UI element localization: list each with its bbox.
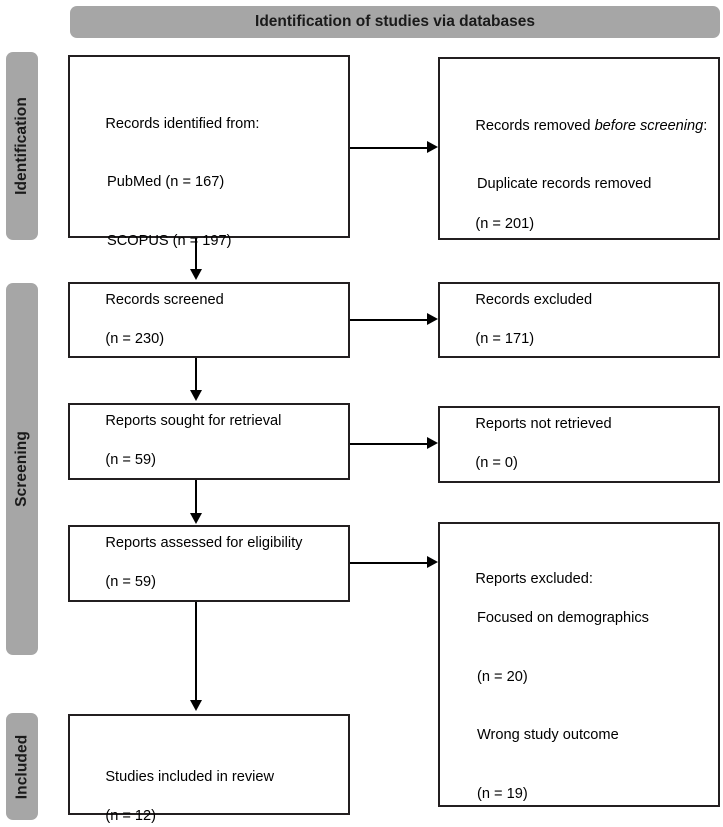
reports-excluded-reason-2: Wrong study outcome [477,727,619,744]
connector-sought-to-assessed [195,480,197,515]
box-records-screened: Records screened (n = 230) [68,282,350,358]
records-excluded-count: (n = 171) [475,330,535,347]
box-reports-not-retrieved-text: Reports not retrieved (n = 0) [451,396,712,494]
arrowhead-identified-to-removed [427,141,438,153]
reports-excluded-reason-0: Focused on demographics [477,609,649,626]
connector-screened-to-excluded [350,319,427,321]
records-removed-count: (n = 201) [475,215,535,232]
arrowhead-screened-to-excluded [427,313,438,325]
box-reports-excluded-text: Reports excluded: Focused on demographic… [451,550,712,827]
records-removed-duplicates: Duplicate records removed [477,176,652,193]
box-records-removed: Records removed before screening: Duplic… [438,57,720,240]
records-removed-line1: Records removed [475,117,595,134]
arrowhead-identified-to-screened [189,269,202,280]
records-screened-line1: Records screened [105,291,224,308]
box-studies-included-text: Studies included in review (n = 12) [81,748,342,827]
stage-rail-screening-label: Screening [13,431,30,507]
banner-label: Identification of studies via databases [255,13,535,30]
records-identified-line1: Records identified from: [105,115,260,132]
studies-included-count: (n = 12) [105,807,157,824]
records-identified-pubmed: PubMed (n = 167) [107,174,225,191]
box-reports-sought-text: Reports sought for retrieval (n = 59) [81,393,342,491]
reports-assessed-line1: Reports assessed for eligibility [105,535,303,552]
box-reports-sought: Reports sought for retrieval (n = 59) [68,403,350,480]
reports-excluded-reason-1: (n = 20) [477,668,528,685]
box-records-screened-text: Records screened (n = 230) [81,271,342,369]
records-excluded-line1: Records excluded [475,291,593,308]
box-records-excluded: Records excluded (n = 171) [438,282,720,358]
box-studies-included: Studies included in review (n = 12) [68,714,350,824]
connector-screened-to-sought [195,358,197,392]
reports-not-retrieved-line1: Reports not retrieved [475,416,612,433]
connector-assessed-to-reports-excluded [350,562,427,564]
box-records-identified: Records identified from: PubMed (n = 167… [68,55,350,308]
connector-sought-to-not-retrieved [350,443,427,445]
banner-identification-via-databases: Identification of studies via databases [70,6,720,38]
arrowhead-screened-to-sought [189,390,202,401]
arrowhead-sought-to-assessed [189,513,202,524]
stage-rail-screening: Screening [6,283,38,655]
stage-rail-included-label: Included [13,734,30,799]
box-records-excluded-text: Records excluded (n = 171) [451,271,712,369]
arrowhead-assessed-to-reports-excluded [427,556,438,568]
box-reports-excluded: Reports excluded: Focused on demographic… [438,522,720,807]
box-records-removed-text: Records removed before screening: Duplic… [451,97,712,254]
connector-identified-to-screened [195,238,197,271]
records-removed-colon: : [703,117,708,134]
reports-assessed-count: (n = 59) [105,574,157,591]
stage-rail-identification-label: Identification [13,97,30,195]
arrowhead-assessed-to-included [189,700,202,711]
box-reports-assessed: Reports assessed for eligibility (n = 59… [68,525,350,602]
studies-included-line1: Studies included in review [105,768,275,785]
reports-sought-line1: Reports sought for retrieval [105,413,282,430]
records-screened-count: (n = 230) [105,330,165,347]
connector-assessed-to-included [195,602,197,702]
reports-excluded-heading: Reports excluded: [475,570,593,587]
reports-sought-count: (n = 59) [105,452,157,469]
arrowhead-sought-to-not-retrieved [427,437,438,449]
records-removed-emphasis: before screening [594,117,704,134]
reports-not-retrieved-count: (n = 0) [475,455,518,472]
connector-identified-to-removed [350,147,427,149]
records-identified-scopus: SCOPUS (n = 197) [107,233,232,250]
stage-rail-included: Included [6,713,38,820]
stage-rail-identification: Identification [6,52,38,240]
box-reports-not-retrieved: Reports not retrieved (n = 0) [438,406,720,483]
box-reports-assessed-text: Reports assessed for eligibility (n = 59… [81,515,342,613]
reports-excluded-reason-3: (n = 19) [477,786,528,803]
